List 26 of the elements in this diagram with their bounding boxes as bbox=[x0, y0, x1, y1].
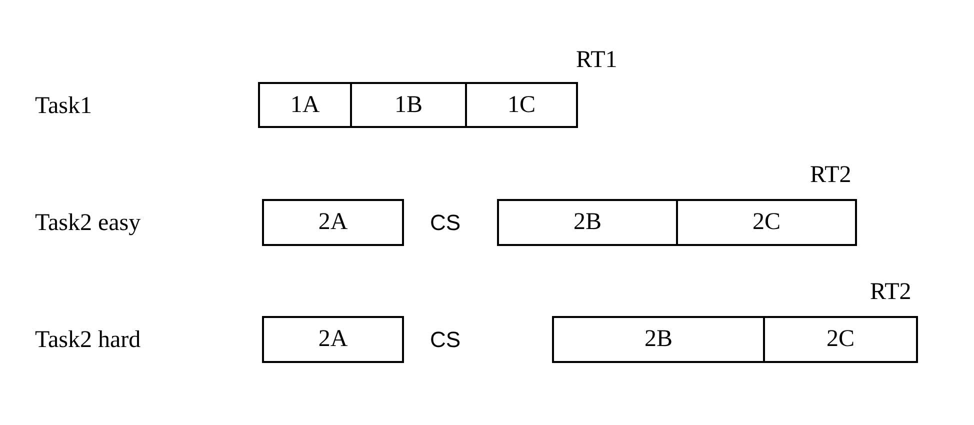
task-stage-box bbox=[465, 82, 578, 128]
stage-label: 1B bbox=[394, 92, 422, 118]
task-label: Task2 hard bbox=[35, 328, 141, 352]
stage-label: 2B bbox=[644, 326, 672, 353]
task-stage-box bbox=[676, 199, 857, 246]
stage-label: 2C bbox=[826, 326, 854, 353]
response-time-label: RT2 bbox=[870, 280, 912, 304]
stage-label: 2C bbox=[752, 209, 780, 236]
stage-label: 1A bbox=[290, 92, 320, 118]
response-time-label: RT1 bbox=[576, 48, 618, 72]
stage-label: 2A bbox=[318, 209, 348, 236]
task-stage-box bbox=[350, 82, 467, 128]
task-stage-box bbox=[258, 82, 352, 128]
stage-label: 1C bbox=[507, 92, 536, 118]
stage-label: 2A bbox=[318, 326, 348, 353]
response-time-label: RT2 bbox=[810, 163, 852, 187]
task-stage-box bbox=[763, 316, 918, 363]
task-stage-box bbox=[262, 199, 404, 246]
stage-label: 2B bbox=[573, 209, 602, 236]
task-stage-box bbox=[552, 316, 765, 363]
stage-gap-label: CS bbox=[430, 329, 461, 351]
stage-gap-label: CS bbox=[430, 212, 461, 234]
task-stage-box bbox=[497, 199, 678, 246]
task-stage-box bbox=[262, 316, 404, 363]
task-label: Task1 bbox=[35, 94, 92, 118]
task-label: Task2 easy bbox=[35, 211, 141, 235]
